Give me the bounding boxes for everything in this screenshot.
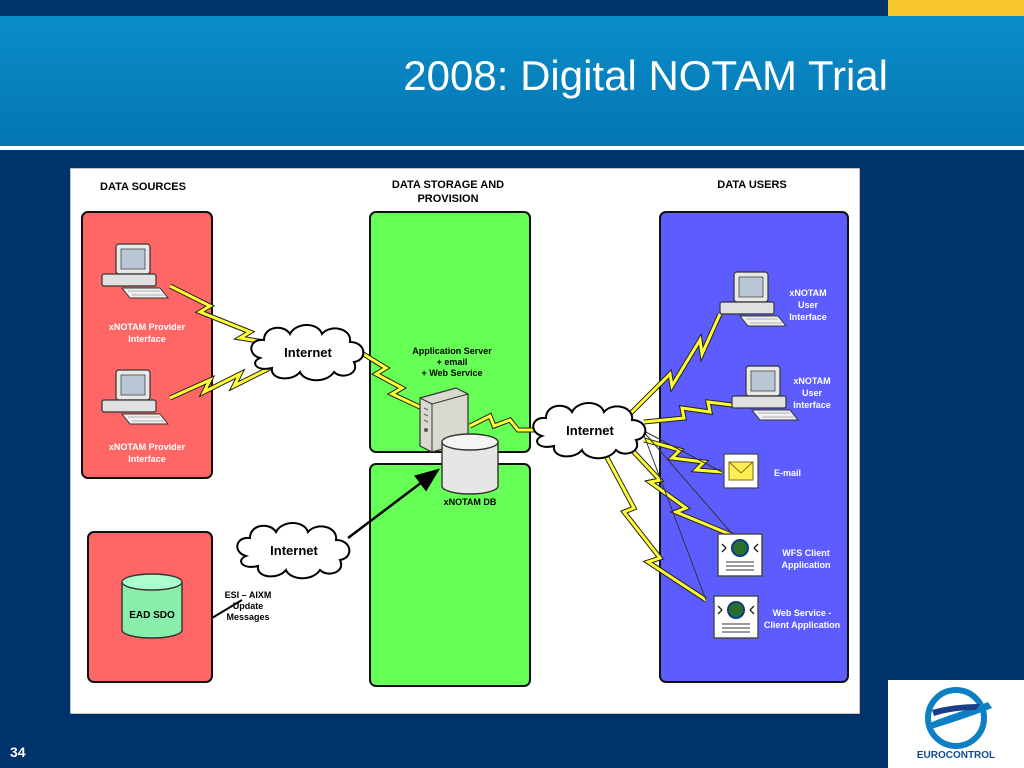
internet-label-1: Internet [284,345,332,360]
ead-database-icon [121,573,183,639]
bolt-internet-websvc [601,450,708,603]
page-number: 34 [10,744,26,760]
header-band [0,16,1024,146]
bolt-server-internet [468,412,540,433]
user2-label-3: Interface [793,400,831,410]
email-label: E-mail [774,468,801,478]
column-header-sources: DATA SOURCES [100,181,186,193]
column-header-storage-2: PROVISION [417,193,478,205]
user2-label-2: User [802,388,823,398]
bolt-internet-server [358,349,424,411]
connector-lines [641,429,735,601]
column-header-storage-1: DATA STORAGE AND [392,179,504,191]
app-server-label-3: + Web Service [421,368,482,378]
eurocontrol-logo: EUROCONTROL [888,680,1024,768]
diagram: DATA SOURCES DATA STORAGE AND PROVISION … [70,168,860,714]
logo-text: EUROCONTROL [916,750,996,761]
bolt-internet-email [643,437,723,475]
web-service-client-icon [713,595,759,639]
user1-label-3: Interface [789,312,827,322]
bolt-provider2-internet [168,365,272,401]
xnotam-db-icon [441,433,499,495]
app-server-label-1: Application Server [412,346,492,356]
ead-connector [211,599,243,619]
provider2-label-1: xNOTAM Provider [109,442,186,452]
user1-label-2: User [798,300,819,310]
ead-to-db-arrow [347,468,440,539]
user2-label-1: xNOTAM [793,376,830,386]
xnotam-db-label: xNOTAM DB [444,497,497,507]
app-server-label-2: + email [437,357,468,367]
accent-bar [888,0,1024,16]
bolt-provider1-internet [168,283,301,351]
websvc-label-2: Client Application [764,620,840,630]
eurocontrol-logo-icon [925,687,992,749]
websvc-label-1: Web Service - [773,608,832,618]
bolt-internet-wfs [628,446,735,539]
esi-label-2: Update [233,601,264,611]
esi-label-3: Messages [226,612,269,622]
provider1-label-2: Interface [128,334,166,344]
ead-label: EAD SDO [129,610,175,621]
provider1-label-1: xNOTAM Provider [109,322,186,332]
wfs-label-1: WFS Client [782,548,830,558]
email-envelope-icon [723,453,759,489]
wfs-label-2: Application [782,560,831,570]
top-bar [0,0,1024,16]
bolt-internet-user1 [628,312,723,416]
header-rule [0,146,1024,150]
slide-title: 2008: Digital NOTAM Trial [403,52,888,99]
esi-label-1: ESI – AIXM [225,590,272,600]
user1-label-1: xNOTAM [789,288,826,298]
column-header-users: DATA USERS [717,179,786,191]
provider2-label-2: Interface [128,454,166,464]
internet-label-3: Internet [270,543,318,558]
wfs-client-icon [717,533,763,577]
bolt-internet-user2 [643,399,741,425]
internet-label-2: Internet [566,423,614,438]
